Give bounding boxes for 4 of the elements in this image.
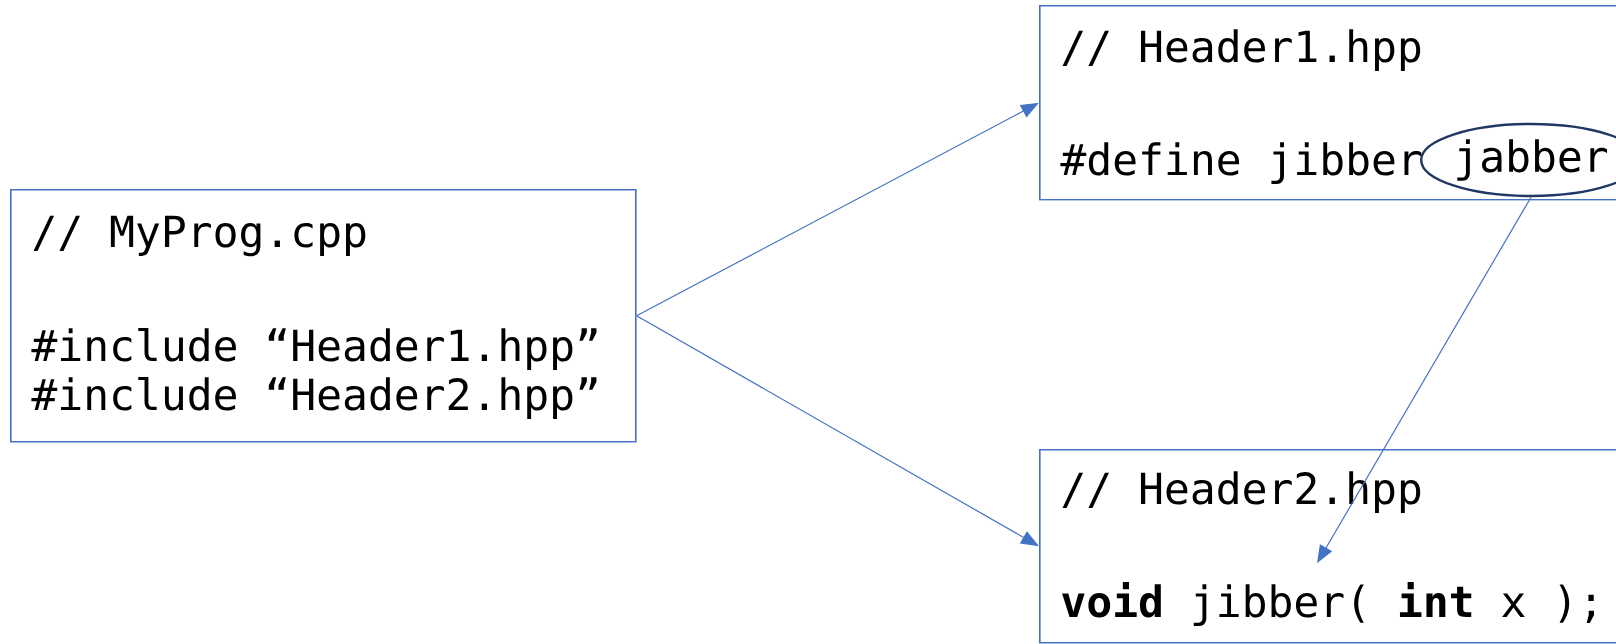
code-box: // MyProg.cpp #include “Header1.hpp” #include “Header2.hpp” (10, 189, 637, 443)
code-box: // Header2.hpp void jibber( int x ); (1039, 449, 1616, 644)
arrow (636, 315, 1039, 547)
arrow (636, 102, 1039, 317)
